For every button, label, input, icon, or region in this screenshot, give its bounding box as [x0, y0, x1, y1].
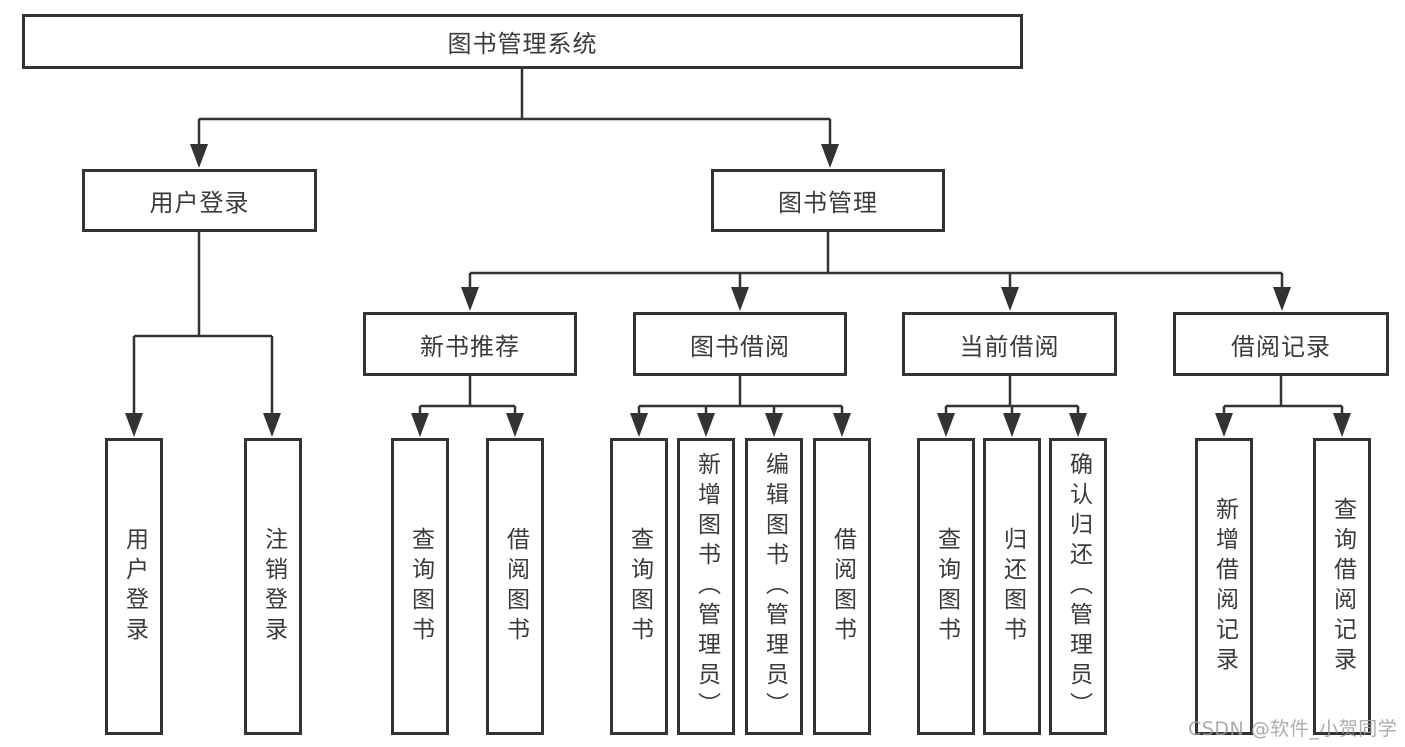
node-book-management-label: 图书管理	[778, 189, 878, 217]
leaf-return-books: 归还图书	[983, 438, 1041, 735]
connector-records-to-leaves	[1222, 375, 1344, 419]
leaf-add-borrow-record-label: 新增借阅记录	[1211, 496, 1238, 677]
csdn-watermark: CSDN @软件_小贺同学	[1188, 718, 1398, 740]
leaf-return-books-label: 归还图书	[999, 526, 1026, 647]
leaf-borrow-books-1-label: 借阅图书	[502, 526, 529, 647]
leaf-logout: 注销登录	[244, 438, 302, 735]
leaf-confirm-return-admin-label: 确认归还（管理员）	[1065, 451, 1092, 722]
leaf-query-borrow-record-label: 查询借阅记录	[1329, 496, 1356, 677]
node-new-book-recommend-label: 新书推荐	[420, 332, 520, 361]
node-book-management: 图书管理	[711, 169, 945, 232]
leaf-query-books-1: 查询图书	[391, 438, 449, 735]
node-root: 图书管理系统	[22, 14, 1023, 69]
leaf-borrow-books-1: 借阅图书	[486, 438, 544, 735]
leaf-borrow-books-2-label: 借阅图书	[829, 526, 856, 647]
node-book-borrow-label: 图书借阅	[690, 332, 790, 361]
leaf-query-books-3-label: 查询图书	[933, 526, 960, 647]
leaf-user-login-label: 用户登录	[121, 526, 148, 647]
leaf-user-login: 用户登录	[105, 438, 163, 735]
node-current-borrow: 当前借阅	[902, 312, 1117, 376]
leaf-edit-books-admin-label: 编辑图书（管理员）	[761, 451, 788, 722]
node-user-login-label: 用户登录	[149, 189, 250, 217]
leaf-borrow-books-2: 借阅图书	[813, 438, 871, 735]
node-borrow-records: 借阅记录	[1173, 312, 1389, 376]
leaf-confirm-return-admin: 确认归还（管理员）	[1049, 438, 1107, 735]
leaf-edit-books-admin: 编辑图书（管理员）	[745, 438, 803, 735]
connector-userlogin-to-leaves	[132, 231, 274, 419]
leaf-add-borrow-record: 新增借阅记录	[1195, 438, 1253, 735]
leaf-query-books-3: 查询图书	[917, 438, 975, 735]
node-book-borrow: 图书借阅	[633, 312, 847, 376]
leaf-add-books-admin-label: 新增图书（管理员）	[693, 451, 720, 722]
node-borrow-records-label: 借阅记录	[1231, 332, 1331, 361]
leaf-query-books-2-label: 查询图书	[626, 526, 653, 647]
node-user-login: 用户登录	[82, 169, 317, 232]
node-root-label: 图书管理系统	[447, 30, 598, 58]
leaf-logout-label: 注销登录	[260, 526, 287, 647]
leaf-add-books-admin: 新增图书（管理员）	[677, 438, 735, 735]
node-new-book-recommend: 新书推荐	[363, 312, 577, 376]
connector-bookmgmt-to-level3	[468, 232, 1284, 293]
connector-newbooks-to-leaves	[418, 375, 517, 419]
leaf-query-books-1-label: 查询图书	[407, 526, 434, 647]
connector-borrow-to-leaves	[637, 375, 844, 419]
leaf-query-books-2: 查询图书	[610, 438, 668, 735]
connector-current-to-leaves	[944, 375, 1080, 419]
node-current-borrow-label: 当前借阅	[959, 332, 1060, 361]
connector-root-to-level2	[197, 68, 832, 150]
leaf-query-borrow-record: 查询借阅记录	[1313, 438, 1371, 735]
